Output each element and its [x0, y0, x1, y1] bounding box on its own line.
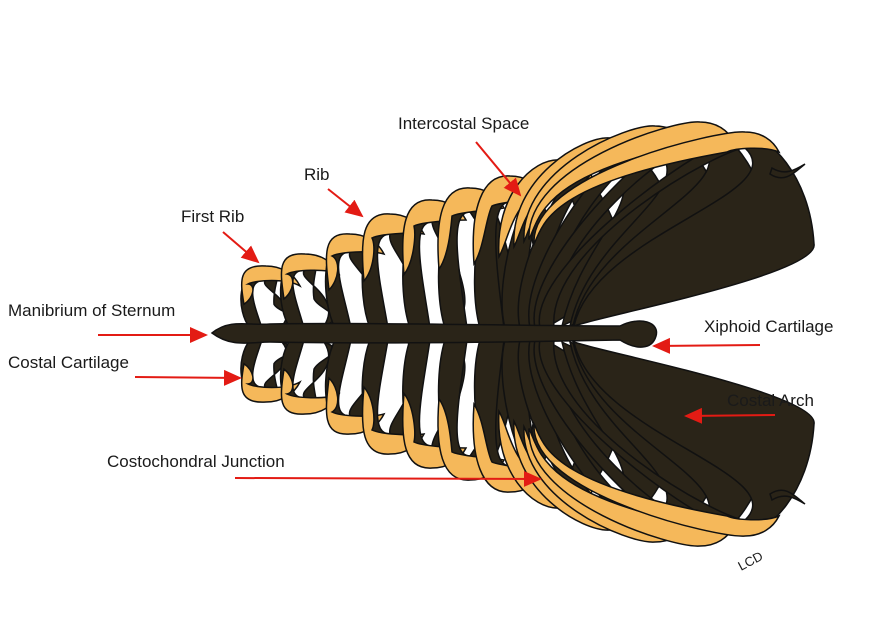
- arrow-intercostal-space: [475, 141, 522, 197]
- annotation-arrows: [98, 141, 776, 487]
- label-rib: Rib: [304, 165, 330, 184]
- label-xiphoid: Xiphoid Cartilage: [704, 317, 833, 336]
- costal-cartilage-lower-12: [533, 421, 781, 537]
- sternum-body: [210, 320, 658, 348]
- label-manubrium: Manibrium of Sternum: [8, 301, 175, 320]
- upper-ribs: [240, 121, 815, 329]
- floating-rib-tip-upper: [769, 163, 806, 179]
- arrow-costochondral-junction: [234, 470, 542, 487]
- arrow-xiphoid: [652, 337, 761, 354]
- annotation-labels: Manibrium of Sternum Costal Cartilage Fi…: [8, 114, 833, 574]
- label-costal-cartilage: Costal Cartilage: [8, 353, 129, 372]
- arrow-costal-cartilage: [134, 369, 242, 386]
- label-costal-arch: Costal Arch: [727, 391, 814, 410]
- label-costochondral-junction: Costochondral Junction: [107, 452, 285, 471]
- label-first-rib: First Rib: [181, 207, 244, 226]
- arrow-costal-arch: [684, 407, 776, 424]
- costal-cartilage-upper-12: [533, 131, 781, 247]
- signature: LCD: [735, 548, 765, 573]
- arrow-first-rib: [222, 231, 260, 264]
- arrow-rib: [327, 188, 364, 218]
- sternum: [210, 320, 658, 348]
- floating-rib-tip-lower: [769, 489, 806, 505]
- lower-ribs: [240, 339, 815, 547]
- label-intercostal-space: Intercostal Space: [398, 114, 529, 133]
